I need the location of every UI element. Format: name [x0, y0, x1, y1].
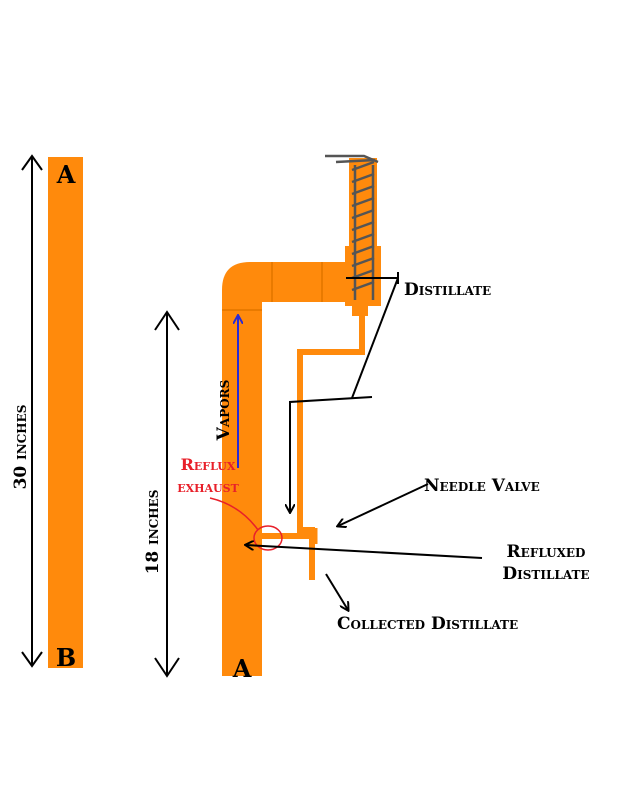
- refluxed-arrow: [246, 545, 483, 559]
- right-dimension-arrow-bottom: [154, 657, 180, 678]
- vapors-label: Vapors: [214, 380, 234, 442]
- reflux-exhaust-label-2: exhaust: [177, 477, 239, 496]
- distillate-callout: [290, 272, 399, 512]
- distillate-line: [297, 316, 365, 580]
- condenser-body: [345, 246, 381, 306]
- right-column-pipe: [222, 262, 345, 676]
- left-column-bottom-letter: B: [56, 643, 76, 672]
- left-column-pipe: [48, 157, 83, 668]
- condenser-outlet: [352, 304, 368, 316]
- needle-valve-arrow: [338, 483, 429, 526]
- reflux-exhaust-pointer: [209, 497, 259, 531]
- left-dimension-arrow-top: [21, 154, 43, 171]
- refluxed-label-2: Distillate: [502, 564, 589, 584]
- right-dimension-arrow-top: [154, 310, 180, 331]
- collected-arrow: [325, 573, 348, 610]
- reflux-exhaust-circle: [253, 525, 283, 551]
- left-column-top-letter: A: [56, 160, 76, 189]
- needle-valve-label: Needle Valve: [424, 476, 540, 496]
- reflux-exhaust-label-1: Reflux: [181, 455, 236, 474]
- left-length-label: 30 inches: [11, 405, 31, 490]
- refluxed-label-1: Refluxed: [507, 542, 586, 562]
- right-column-bottom-letter: A: [232, 654, 252, 683]
- collected-label: Collected Distillate: [337, 614, 518, 634]
- right-length-label: 18 inches: [143, 490, 163, 575]
- left-dimension-arrow-bottom: [21, 651, 43, 668]
- distillate-label: Distillate: [404, 280, 491, 300]
